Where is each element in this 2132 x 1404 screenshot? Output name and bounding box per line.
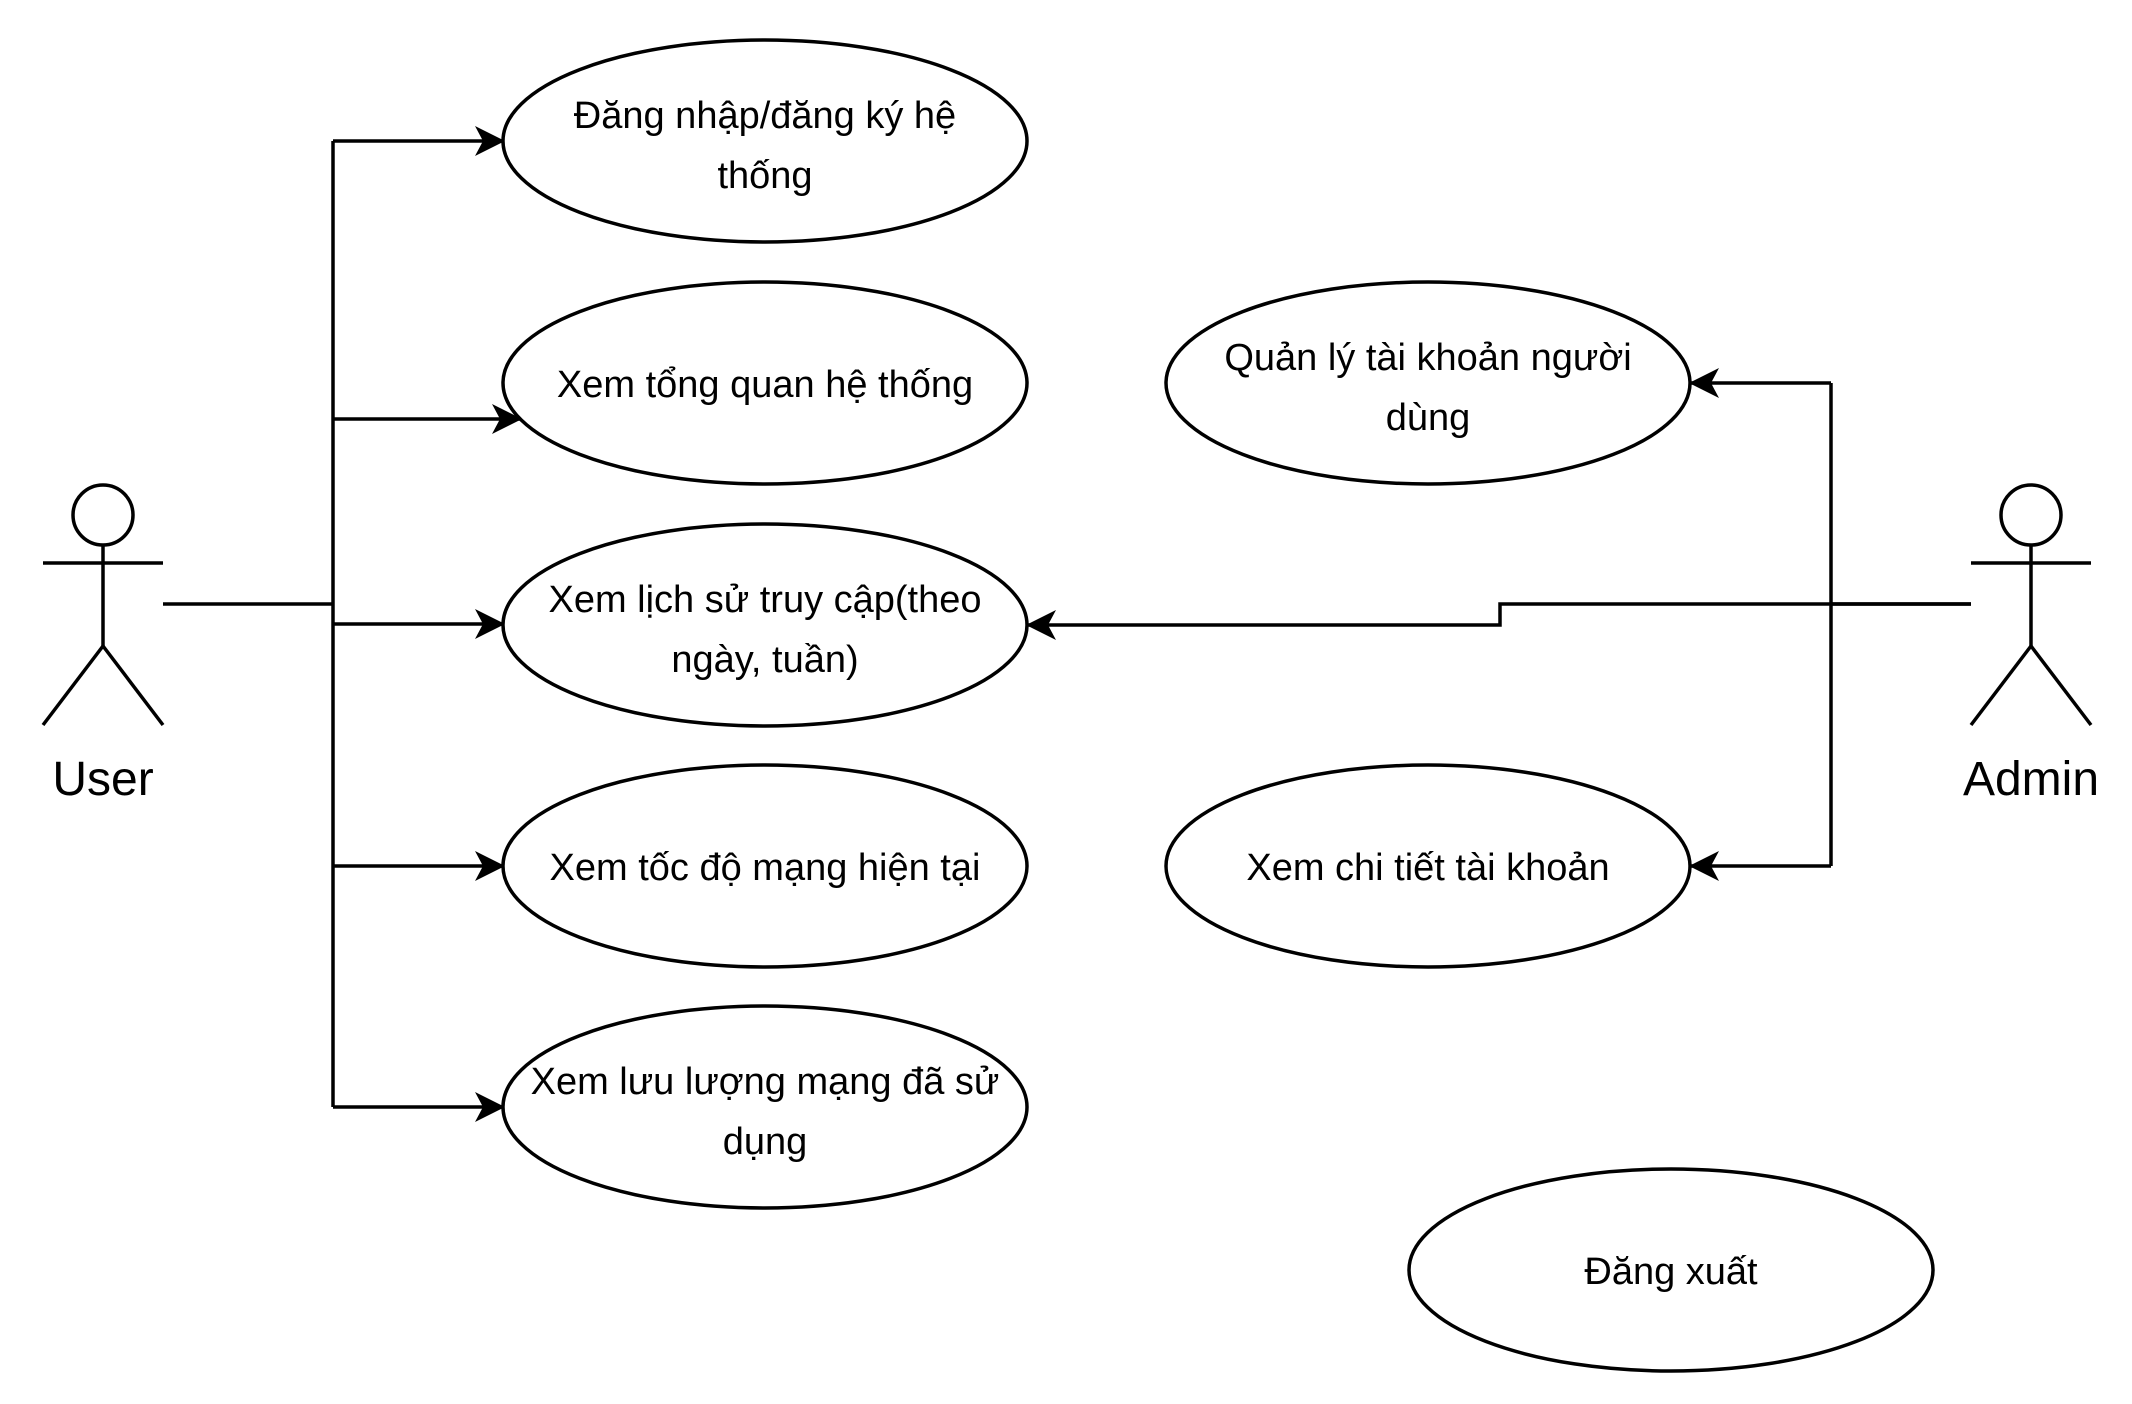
use-case-login-line-2: thống	[717, 155, 812, 197]
use-case-speed-line-1: Xem tốc độ mạng hiện tại	[550, 847, 981, 889]
use-case-traffic-line-2: dụng	[723, 1121, 808, 1163]
use-case-history-line-1: Xem lịch sử truy cập(theo	[548, 579, 981, 621]
use-case-account-detail[interactable]: Xem chi tiết tài khoản	[1164, 763, 1692, 969]
use-case-history-line-2: ngày, tuần)	[671, 639, 858, 681]
use-case-manage-accounts-line-2: dùng	[1386, 397, 1471, 439]
admin-actor-label: Admin	[1963, 753, 2099, 806]
use-case-manage-accounts[interactable]: Quản lý tài khoản người dùng	[1164, 280, 1692, 486]
use-case-account-detail-line-1: Xem chi tiết tài khoản	[1246, 847, 1609, 889]
admin-connectors	[1026, 368, 1971, 881]
user-connectors	[163, 126, 522, 1122]
use-case-overview[interactable]: Xem tổng quan hệ thống	[501, 280, 1029, 486]
user-actor[interactable]	[41, 483, 165, 727]
use-case-login[interactable]: Đăng nhập/đăng ký hệ thống	[501, 38, 1029, 244]
use-case-traffic-line-1: Xem lưu lượng mạng đã sử	[531, 1061, 1000, 1103]
use-case-logout[interactable]: Đăng xuất	[1407, 1167, 1935, 1373]
use-case-manage-accounts-line-1: Quản lý tài khoản người	[1224, 337, 1631, 379]
use-case-speed[interactable]: Xem tốc độ mạng hiện tại	[501, 763, 1029, 969]
use-case-overview-line-1: Xem tổng quan hệ thống	[557, 364, 973, 406]
use-case-traffic[interactable]: Xem lưu lượng mạng đã sử dụng	[501, 1004, 1029, 1210]
use-case-logout-line-1: Đăng xuất	[1584, 1251, 1758, 1293]
use-case-history[interactable]: Xem lịch sử truy cập(theo ngày, tuần)	[501, 522, 1029, 728]
user-actor-label: User	[52, 753, 153, 806]
use-case-login-line-1: Đăng nhập/đăng ký hệ	[574, 95, 956, 137]
admin-actor[interactable]	[1969, 483, 2093, 727]
